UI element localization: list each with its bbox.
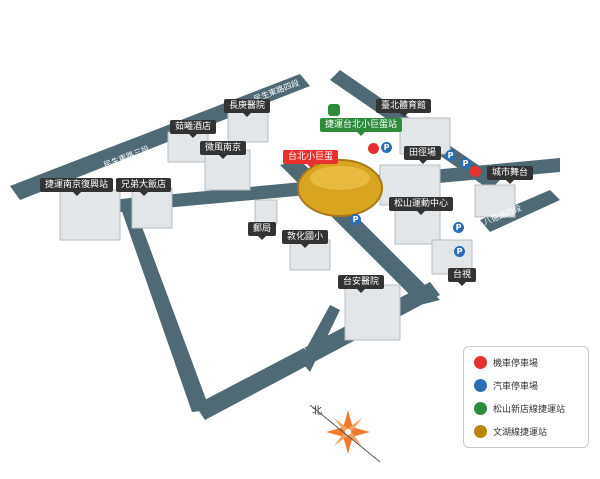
- legend-label: 文湖線捷運站: [493, 427, 548, 438]
- building-post-office: [254, 199, 278, 225]
- car-parking-icon[interactable]: P: [454, 246, 465, 257]
- tag-ttv[interactable]: 台視: [448, 268, 477, 286]
- car-parking-icon[interactable]: P: [381, 142, 392, 153]
- building-city-stage: [474, 184, 516, 218]
- taipei-arena-dome-top: [310, 166, 370, 190]
- tag-taipei-arena[interactable]: 台北小巨蛋: [283, 150, 339, 168]
- tag-songshan-sports-center[interactable]: 松山運動中心: [389, 197, 454, 215]
- metro-wenhu-icon: [474, 424, 487, 438]
- metro-songshan-icon: [474, 401, 487, 415]
- building-taian-hospital: [344, 284, 401, 341]
- building-changgeng: [227, 111, 269, 143]
- legend-item-scooter: 機車停車場: [474, 355, 538, 369]
- legend-item-metro-songshan: 松山新店線捷運站: [474, 401, 565, 415]
- legend-label: 汽車停車場: [493, 381, 539, 392]
- road-fuxing: [118, 200, 210, 412]
- building-dunhua-school: [289, 239, 331, 271]
- tag-field-track[interactable]: 田徑場: [404, 146, 442, 164]
- tag-taipei-arena-station[interactable]: 捷運台北小巨蛋站: [320, 118, 403, 136]
- car-parking-icon: [474, 378, 487, 392]
- tag-city-stage[interactable]: 城市舞台: [487, 166, 534, 184]
- legend-label: 機車停車場: [493, 358, 539, 369]
- scooter-parking-icon[interactable]: [470, 166, 481, 177]
- legend-item-car: 汽車停車場: [474, 378, 538, 392]
- compass-rose: [309, 404, 381, 463]
- building-wind-nanjing: [204, 149, 251, 191]
- legend-label: 松山新店線捷運站: [493, 404, 566, 415]
- tag-nanjing-fuxing-station[interactable]: 捷運南京復興站: [40, 178, 114, 196]
- tag-taian-hospital[interactable]: 台安醫院: [338, 275, 385, 293]
- tag-changgeng-hospital[interactable]: 長庚醫院: [224, 99, 271, 117]
- tag-yuexi-hotel[interactable]: 茹曦酒店: [170, 120, 217, 138]
- building-sports-center: [394, 209, 441, 245]
- label-fuxing: 復興北路: [178, 282, 199, 315]
- road-lower-connector: [300, 305, 340, 372]
- car-parking-icon[interactable]: P: [460, 158, 471, 169]
- building-nanjing-fuxing: [59, 189, 121, 241]
- scooter-parking-icon: [474, 355, 487, 369]
- car-parking-icon[interactable]: P: [350, 214, 361, 225]
- car-parking-icon[interactable]: P: [453, 222, 464, 233]
- compass-north-label: 北: [312, 406, 322, 417]
- tag-dunhua-elementary[interactable]: 敦化國小: [282, 230, 329, 248]
- tag-brother-hotel[interactable]: 兄弟大飯店: [116, 178, 172, 196]
- tag-taipei-gymnasium[interactable]: 臺北體育館: [376, 99, 432, 117]
- tag-post-office[interactable]: 郵局: [248, 222, 277, 240]
- building-brother-hotel: [131, 187, 173, 229]
- car-parking-icon[interactable]: P: [445, 150, 456, 161]
- tag-wind-nanjing[interactable]: 微風南京: [200, 141, 247, 159]
- legend-item-metro-wenhu: 文湖線捷運站: [474, 424, 547, 438]
- road-bade-right: [480, 190, 560, 232]
- metro-station-icon[interactable]: [328, 104, 340, 116]
- map-legend: 機車停車場 汽車停車場 松山新店線捷運站 文湖線捷運站: [463, 346, 589, 448]
- scooter-parking-icon[interactable]: [368, 143, 379, 154]
